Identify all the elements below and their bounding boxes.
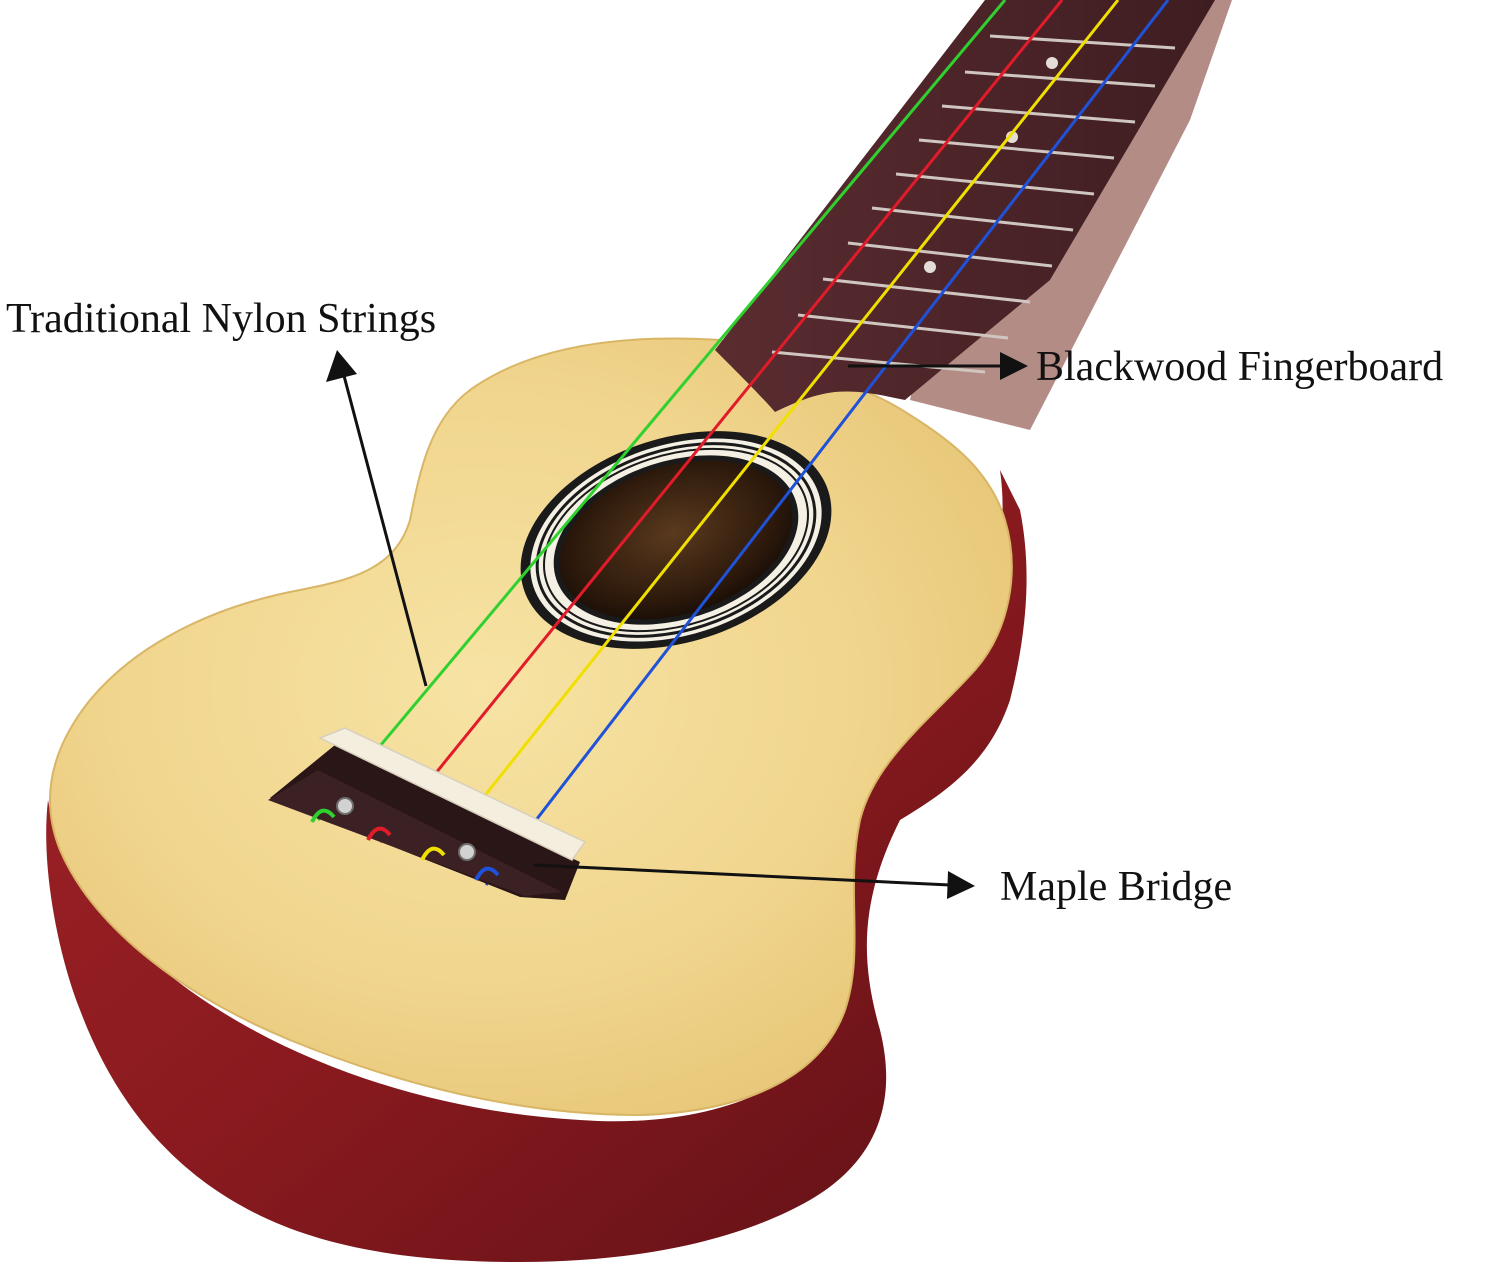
string-red [378,0,1064,843]
string-green [316,0,1007,821]
label-traditional-nylon-strings: Traditional Nylon Strings [6,296,437,342]
bridge [268,727,587,900]
string-blue [484,0,1170,886]
string-yellow [430,0,1120,863]
arrow-strings [326,350,428,687]
ukulele-body-side [46,470,1027,1262]
arrow-bridge [533,863,975,899]
annotation-arrows [326,350,1028,899]
arrow-fingerboard [848,352,1028,380]
label-blackwood-fingerboard: Blackwood Fingerboard [1036,344,1444,390]
fret-markers [924,57,1058,273]
bridge-knots [310,808,500,881]
strings [316,0,1170,886]
label-maple-bridge: Maple Bridge [1000,864,1233,910]
